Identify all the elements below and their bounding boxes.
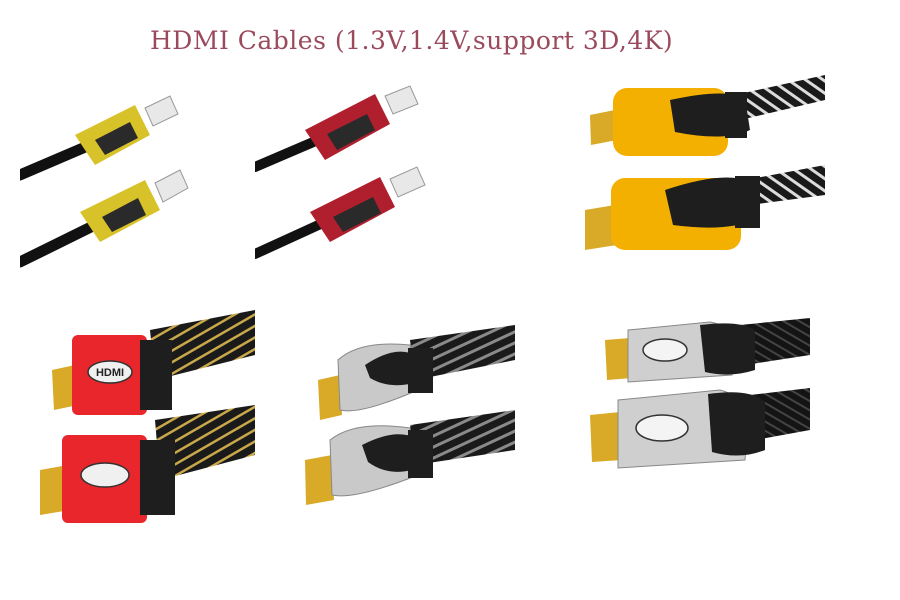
- product-image-red-cable: [255, 82, 445, 262]
- orange-plug-bottom: [585, 165, 825, 250]
- red-plug-top: [255, 85, 419, 172]
- red-logo-plug-bottom: [40, 405, 255, 523]
- product-image-silver-logo-cable: [590, 310, 810, 490]
- silver-logo-plug-bottom: [590, 388, 810, 469]
- yellow-plug-bottom: [20, 169, 189, 268]
- silver-logo-plug-top: [605, 318, 810, 383]
- product-image-yellow-cable: [20, 90, 210, 270]
- hdmi-logo-text: HDMI: [96, 367, 124, 379]
- product-image-silver-cable: [300, 320, 520, 520]
- page-title: HDMI Cables (1.3V,1.4V,support 3D,4K): [150, 26, 674, 55]
- orange-plug-top: [590, 75, 825, 156]
- silver-plug-bottom: [305, 410, 515, 505]
- yellow-plug-top: [20, 95, 179, 181]
- red-plug-bottom: [255, 166, 426, 259]
- product-image-orange-cable: [585, 70, 825, 260]
- red-logo-plug-top: HDMI: [52, 310, 255, 415]
- silver-plug-top: [318, 325, 515, 420]
- product-image-red-logo-cable: HDMI: [40, 310, 260, 530]
